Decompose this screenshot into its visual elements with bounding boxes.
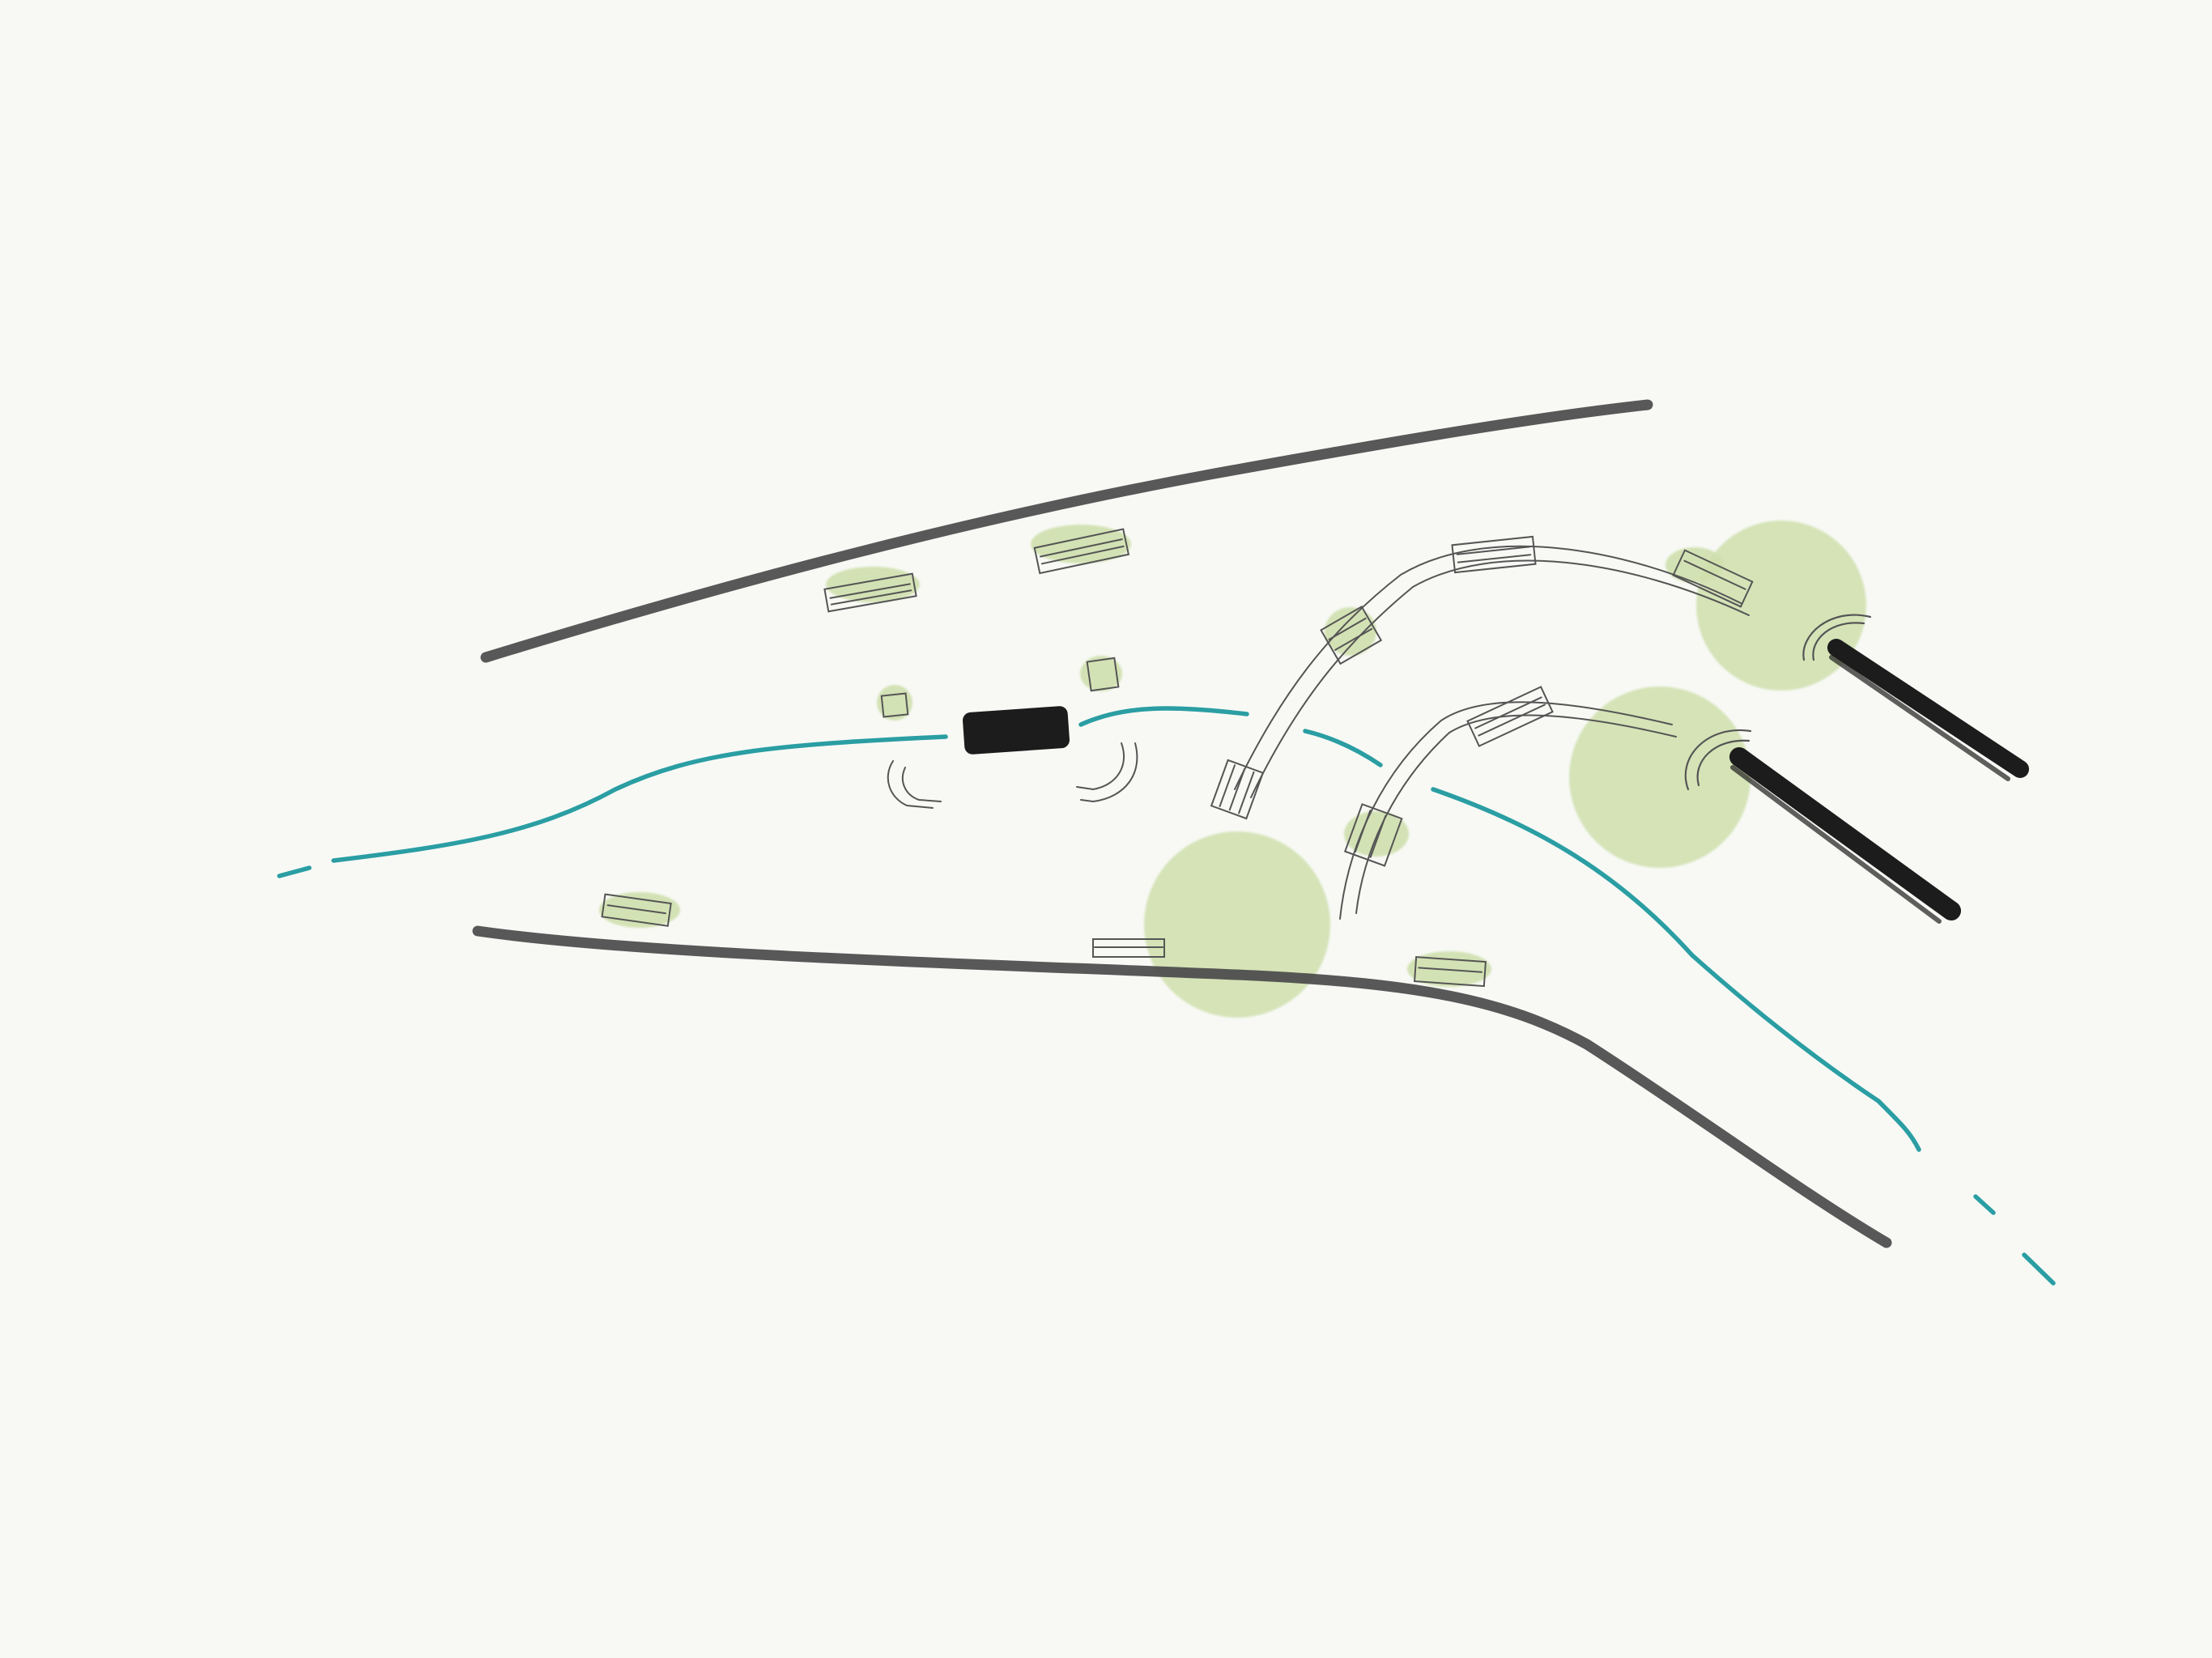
bench-outline xyxy=(1092,938,1165,958)
tunnel-upper-edge xyxy=(1829,655,2010,781)
landing-slat xyxy=(1478,704,1546,737)
planter-box xyxy=(880,692,909,718)
bench-slat xyxy=(830,589,912,606)
portal-arc-icon xyxy=(1802,614,1872,661)
lower-road xyxy=(472,925,1892,1248)
bench-slat xyxy=(1040,538,1123,558)
landing-slat xyxy=(1457,554,1532,563)
tunnel-lower-edge xyxy=(1730,765,1942,924)
landing-slat xyxy=(1683,559,1746,590)
landing-slat xyxy=(1369,815,1387,858)
tree-canopy xyxy=(1144,831,1330,1018)
landing-slat xyxy=(1328,617,1367,640)
walkway-landing xyxy=(1320,605,1383,665)
walkway-upper xyxy=(1250,559,1750,798)
landing-outline xyxy=(1451,535,1537,574)
portal-arc-icon xyxy=(1696,739,1750,787)
portal-arc-icon xyxy=(1684,729,1752,791)
curved-seating xyxy=(887,742,1138,809)
river-segment xyxy=(331,734,948,863)
tunnel-openings xyxy=(1729,639,2029,924)
tree-canopy xyxy=(1696,521,1866,691)
upper-road xyxy=(480,399,1653,663)
landing-slat xyxy=(1474,696,1542,729)
landing-slat xyxy=(1228,767,1246,811)
landing-outline xyxy=(1343,803,1403,867)
river-dash xyxy=(2022,1252,2056,1286)
benches xyxy=(601,528,1754,988)
river-dash xyxy=(1973,1194,1996,1215)
bench xyxy=(1033,528,1130,575)
tunnel-lower xyxy=(1729,747,1961,920)
river-segment xyxy=(1303,729,1383,767)
walkway-landing xyxy=(1672,549,1754,608)
tree-canopy xyxy=(1569,687,1750,868)
bench-outline xyxy=(601,893,672,927)
bench xyxy=(1092,938,1165,958)
bench-outline xyxy=(823,572,917,613)
bridge-deck xyxy=(963,706,1070,755)
landing-outline xyxy=(1320,605,1383,665)
river-path xyxy=(277,706,2056,1286)
river-segment xyxy=(1078,706,1249,727)
tunnel-upper xyxy=(1827,639,2029,778)
walkway-landing xyxy=(1210,759,1265,820)
portal-arc-icon xyxy=(1812,622,1865,661)
bench xyxy=(823,572,917,613)
tunnel-portals xyxy=(1684,614,1872,791)
walkway-upper xyxy=(1234,545,1742,790)
landing-slat xyxy=(1354,810,1372,852)
bridge-block xyxy=(963,706,1070,755)
bench-slat xyxy=(606,904,666,915)
landing-slat xyxy=(1456,546,1531,555)
curved-bench xyxy=(1076,742,1125,791)
landing-outline xyxy=(1210,759,1265,820)
bench-outline xyxy=(1033,528,1130,575)
landing-slat xyxy=(1219,764,1236,807)
curved-bench xyxy=(887,760,934,809)
landing-slat xyxy=(1334,627,1373,651)
river-dash xyxy=(277,865,312,878)
landing-outline xyxy=(1672,549,1754,608)
walkway-landing xyxy=(1451,535,1537,574)
bench xyxy=(601,893,672,927)
curved-bench xyxy=(901,767,942,802)
walkway-landing xyxy=(1466,686,1554,747)
bench-outline xyxy=(1413,956,1487,988)
walkway-lower xyxy=(1355,714,1677,914)
bench-slat xyxy=(829,583,911,599)
bench xyxy=(1413,956,1487,988)
curved-bench xyxy=(1080,742,1138,803)
landing-slat xyxy=(1238,771,1255,814)
river-segment xyxy=(1431,787,1921,1152)
bench-slat xyxy=(1040,545,1125,565)
roads xyxy=(472,399,1892,1248)
walkway-landing xyxy=(1343,803,1403,867)
landing-outline xyxy=(1466,686,1554,747)
bench-slat xyxy=(1418,967,1483,973)
planter-box xyxy=(1086,657,1120,692)
